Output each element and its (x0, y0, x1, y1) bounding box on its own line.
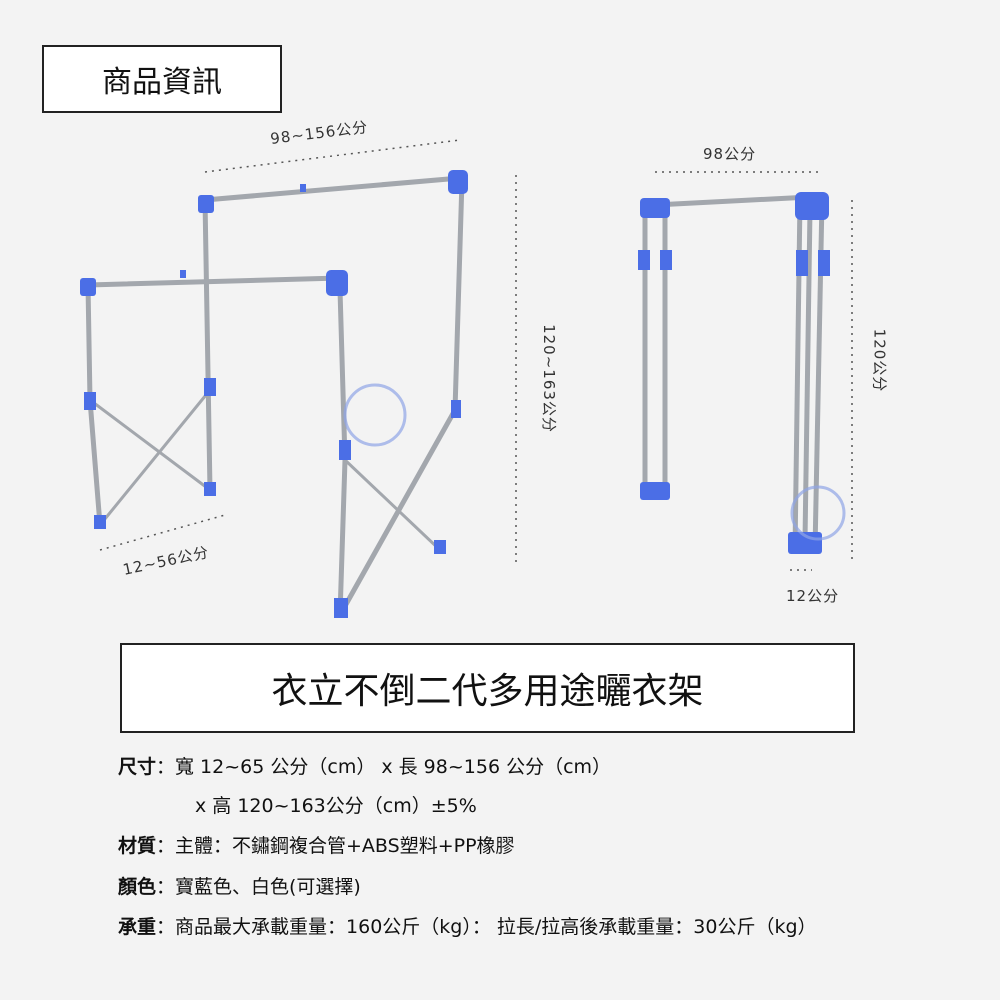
section-header-label: 商品資訊 (102, 65, 222, 100)
left-height-label: 120~163公分 (539, 324, 558, 433)
spec-label: 承重 (118, 916, 157, 938)
spec-label: 尺寸 (118, 756, 157, 778)
right-rack (642, 194, 825, 551)
spec-size-cont: x 高 120~163公分（cm）±5% (195, 791, 477, 818)
right-rack-joints (638, 192, 830, 554)
section-header: 商品資訊 (42, 45, 282, 113)
spec-value: ：主體：不鏽鋼複合管+ABS塑料+PP橡膠 (156, 835, 515, 857)
spec-label: 顏色 (118, 876, 157, 898)
left-rack (85, 175, 465, 618)
product-diagram (80, 139, 853, 618)
right-length-label: 98公分 (703, 145, 757, 163)
product-title: 衣立不倒二代多用途曬衣架 (120, 643, 855, 733)
spec-label: 材質 (118, 835, 157, 857)
spec-value: ：寶藍色、白色(可選擇) (156, 876, 361, 898)
spec-value: ：寬 12~65 公分（cm） x 長 98~156 公分（cm） (156, 756, 612, 778)
dimension-lines (99, 139, 853, 571)
spec-load: 承重：商品最大承載重量：160公斤（kg）： 拉長/拉高後承載重量：30公斤（k… (118, 912, 817, 939)
spec-value: x 高 120~163公分（cm）±5% (195, 795, 477, 817)
right-width-label: 12公分 (786, 587, 840, 605)
spec-material: 材質：主體：不鏽鋼複合管+ABS塑料+PP橡膠 (118, 831, 515, 858)
product-title-text: 衣立不倒二代多用途曬衣架 (271, 671, 704, 712)
spec-value: ：商品最大承載重量：160公斤（kg）： 拉長/拉高後承載重量：30公斤（kg） (156, 916, 817, 938)
spec-color: 顏色：寶藍色、白色(可選擇) (118, 872, 361, 899)
left-rack-joints (80, 170, 468, 618)
right-height-label: 120公分 (870, 328, 889, 393)
spec-size: 尺寸：寬 12~65 公分（cm） x 長 98~156 公分（cm） (118, 752, 611, 779)
brand-watermark (343, 383, 846, 541)
